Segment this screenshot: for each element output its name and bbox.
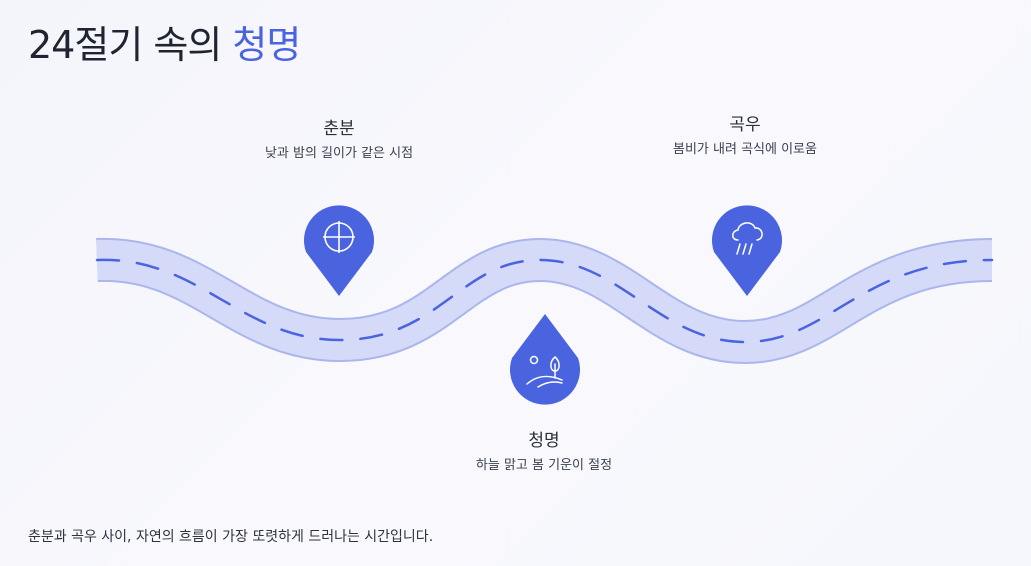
milestone-name: 청명 [528,431,560,451]
milestone-card-gogu: 곡우 봄비가 내려 곡식에 이로움 [660,110,830,159]
rain-cloud-icon [732,222,763,255]
landscape-tree-icon [526,355,563,388]
milestone-name: 춘분 [323,119,355,139]
footer-caption: 춘분과 곡우 사이, 자연의 흐름이 가장 또렷하게 드러나는 시간입니다. [28,529,434,545]
title-prefix: 24절기 속의 [28,23,233,67]
milestone-name: 곡우 [729,115,761,135]
milestone-card-chunbun: 춘분 낮과 밤의 길이가 같은 시점 [254,114,424,163]
milestone-desc: 봄비가 내려 곡식에 이로움 [673,142,817,157]
road-center-line [95,258,994,344]
marker-chunbun[interactable] [304,205,374,296]
crosshair-circle-icon [323,221,355,253]
milestone-desc: 하늘 맑고 봄 기운이 절정 [475,458,613,473]
page-title: 24절기 속의 청명 [28,14,301,69]
milestone-desc: 낮과 밤의 길이가 같은 시점 [264,146,414,161]
pin-shape [712,205,782,296]
marker-cheongmyeong[interactable] [510,314,580,405]
title-highlight: 청명 [232,23,301,67]
marker-gogu[interactable] [712,205,782,296]
drop-shape [510,314,580,405]
milestone-card-cheongmyeong: 청명 하늘 맑고 봄 기운이 절정 [459,426,629,475]
